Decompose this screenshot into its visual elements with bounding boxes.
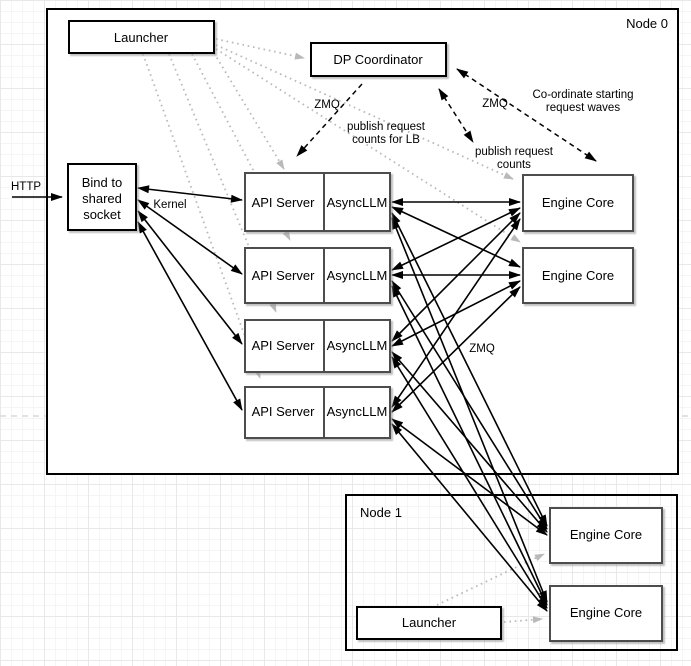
launcher1-box <box>356 606 502 640</box>
dp-coordinator-label: DP Coordinator <box>333 52 423 67</box>
asyncllm1-label: AsyncLLM <box>327 195 388 210</box>
apiserver-asyncllm-row3 <box>244 319 391 373</box>
node1-label: Node 1 <box>360 505 402 520</box>
arrow-launcher1-enginecore3 <box>436 553 545 606</box>
bind-socket-label-line1: Bind to <box>82 175 122 190</box>
bind-socket-label-line3: socket <box>83 207 121 222</box>
apiserver4-label: API Server <box>252 404 316 419</box>
publish-lb-label-line2: counts for LB <box>352 134 420 146</box>
zmq-label-apiserver: ZMQ <box>314 99 340 111</box>
arrow-bind-apiserver4 <box>137 221 243 411</box>
publish-counts-label-line2: counts <box>497 159 531 171</box>
coordinate-label-line1: Co-ordinate starting <box>533 89 634 101</box>
launcher1-label: Launcher <box>402 615 457 630</box>
publish-counts-label-line1: publish request <box>475 146 554 158</box>
arrow-asyncllm4-enginecore4 <box>391 423 548 612</box>
apiserver-asyncllm-row2 <box>244 247 391 304</box>
arrow-bind-apiserver1 <box>137 185 243 203</box>
asyncllm2-label: AsyncLLM <box>327 268 388 283</box>
enginecore3-label: Engine Core <box>570 527 642 542</box>
zmq-label-mesh: ZMQ <box>469 343 495 355</box>
enginecore1-label: Engine Core <box>542 195 614 210</box>
publish-lb-label-line1: publish request <box>347 121 426 133</box>
enginecore4-box <box>549 585 663 642</box>
asyncllm4-label: AsyncLLM <box>327 404 388 419</box>
arrow-dpcoordinator-apiserver1 <box>296 83 363 157</box>
launcher0-box <box>68 20 215 54</box>
arrow-launcher0-enginecore2 <box>215 48 521 243</box>
enginecore2-box <box>522 247 634 304</box>
kernel-label: Kernel <box>153 199 186 211</box>
apiserver-asyncllm-row4 <box>244 386 391 439</box>
apiserver2-label: API Server <box>252 268 316 283</box>
apiserver3-label: API Server <box>252 338 316 353</box>
enginecore4-label: Engine Core <box>570 605 642 620</box>
http-label: HTTP <box>11 181 41 193</box>
zmq-label-enginecore: ZMQ <box>482 98 508 110</box>
launcher0-label: Launcher <box>114 30 169 45</box>
coordinate-label-line2: request waves <box>546 102 620 114</box>
asyncllm3-label: AsyncLLM <box>327 338 388 353</box>
apiserver1-label: API Server <box>252 195 316 210</box>
arrow-launcher1-enginecore4 <box>503 616 543 624</box>
dp-coordinator-box <box>310 42 447 77</box>
apiserver-asyncllm-row1 <box>244 172 391 232</box>
arrow-launcher0-apiserver1 <box>213 52 285 170</box>
arrow-enginecores-dpcoordinator <box>438 88 474 143</box>
bind-socket-label-line2: shared <box>82 191 122 206</box>
node0-label: Node 0 <box>626 16 668 31</box>
enginecore3-box <box>549 507 663 564</box>
arrow-dpcoordinator-enginecore1 <box>456 68 597 162</box>
arrow-asyncllm4-enginecore2 <box>391 286 521 413</box>
enginecore1-box <box>522 174 634 232</box>
bind-socket-box <box>67 163 137 231</box>
enginecore2-label: Engine Core <box>542 268 614 283</box>
